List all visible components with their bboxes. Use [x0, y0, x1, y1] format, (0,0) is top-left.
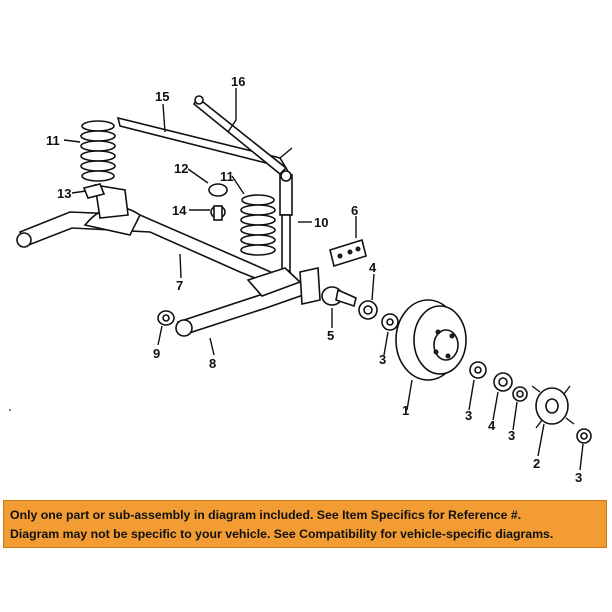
callout-3-inner: 3 — [379, 352, 386, 367]
spindle-part — [321, 286, 357, 308]
track-bar-part — [116, 116, 293, 179]
callout-3-outer: 3 — [465, 408, 472, 423]
bushing-part — [157, 310, 175, 326]
bearing-inner-part — [381, 313, 399, 331]
callout-1: 1 — [402, 403, 409, 418]
disclaimer-banner: Only one part or sub-assembly in diagram… — [3, 500, 607, 548]
seal-lower-part — [493, 372, 513, 392]
bracket-part — [299, 267, 321, 305]
disclaimer-line-2: Diagram may not be specific to your vehi… — [10, 527, 554, 541]
callout-6: 6 — [351, 203, 358, 218]
lower-control-arm-part — [175, 267, 308, 337]
shock-absorber-part — [279, 170, 293, 281]
callout-7: 7 — [176, 278, 183, 293]
callout-10: 10 — [314, 215, 328, 230]
bearing-outer-part — [469, 361, 487, 379]
shim-part — [329, 238, 367, 268]
brake-drum-part — [395, 299, 467, 381]
callout-11-right: 11 — [220, 169, 234, 184]
callout-9: 9 — [153, 346, 160, 361]
callout-12: 12 — [174, 161, 188, 176]
callout-14: 14 — [172, 203, 187, 218]
callout-13: 13 — [57, 186, 71, 201]
callout-8: 8 — [209, 356, 216, 371]
callout-11-left: 11 — [46, 133, 60, 148]
hub-part — [531, 385, 575, 429]
jounce-bumper-part — [208, 183, 228, 221]
callout-3-race: 3 — [508, 428, 515, 443]
callout-2: 2 — [533, 456, 540, 471]
coil-spring-right-part — [240, 194, 276, 256]
callout-4-lower: 4 — [488, 418, 496, 433]
upper-control-arm-part — [192, 95, 288, 176]
stray-dot — [9, 409, 11, 411]
rear-suspension-diagram: 16 15 11 12 11 13 14 10 6 7 4 5 9 8 3 1 … — [9, 74, 592, 485]
coil-spring-left-part — [80, 120, 116, 182]
callout-4-upper: 4 — [369, 260, 377, 275]
axle-nut-part — [576, 428, 592, 444]
callout-5: 5 — [327, 328, 334, 343]
callout-16: 16 — [231, 74, 245, 89]
disclaimer-line-1: Only one part or sub-assembly in diagram… — [10, 508, 522, 522]
seal-part — [358, 300, 378, 320]
leader-lines — [63, 88, 584, 471]
clip-part — [82, 183, 106, 199]
bearing-race-part — [512, 386, 528, 402]
callout-15: 15 — [155, 89, 169, 104]
callout-3-nut: 3 — [575, 470, 582, 485]
